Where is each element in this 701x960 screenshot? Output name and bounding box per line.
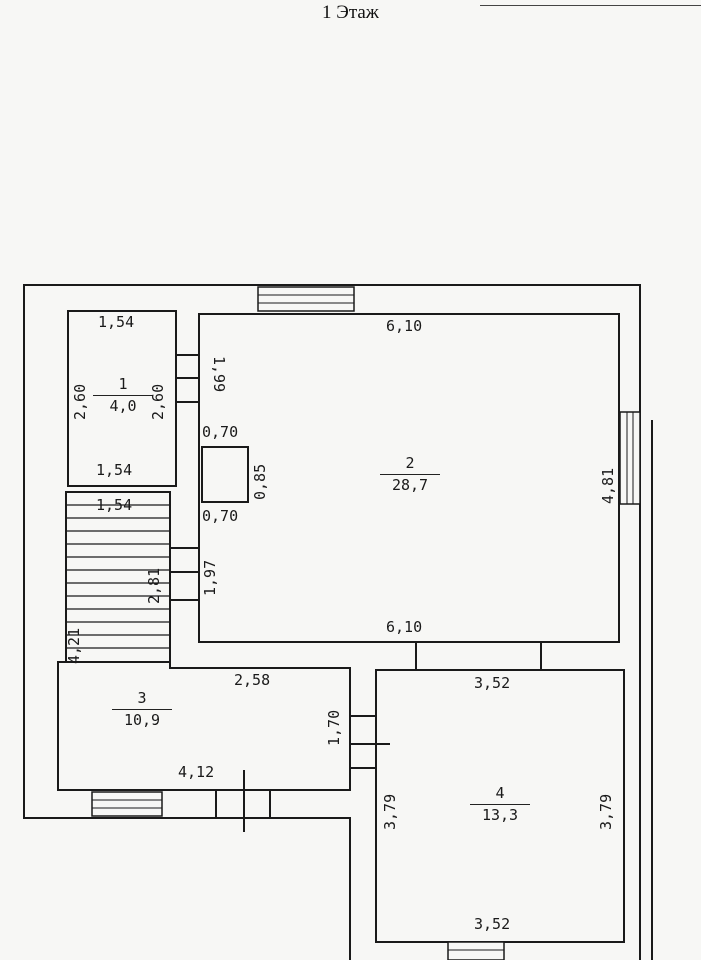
room-3-area: 10,9 (112, 709, 172, 728)
window-top (257, 286, 355, 312)
dim-r3-bottom: 4,12 (178, 763, 215, 781)
dim-col-top: 0,70 (202, 423, 239, 441)
room-3-number: 3 (137, 689, 147, 707)
dim-r1-top: 1,54 (98, 313, 135, 331)
dim-r2-right: 4,81 (599, 467, 617, 504)
dim-r3-top: 2,58 (234, 671, 271, 689)
dim-r4-bottom: 3,52 (474, 915, 511, 933)
room-2-area: 28,7 (380, 474, 440, 493)
stair-outline (65, 491, 171, 663)
dim-stair-4-21: 4,21 (65, 627, 83, 664)
room-2-number: 2 (405, 454, 415, 472)
dim-r1-left: 2,60 (71, 383, 89, 420)
room-1-area: 4,0 (93, 395, 153, 414)
room-3-outline (57, 661, 351, 791)
room-1-number: 1 (118, 375, 128, 393)
dim-r4-left: 3,79 (381, 793, 399, 830)
dim-r1-right: 2,60 (149, 383, 167, 420)
dim-stair-top: 1,54 (96, 496, 133, 514)
outer-wall (23, 284, 641, 960)
window-bottom-right (447, 941, 505, 960)
room-4-area: 13,3 (470, 804, 530, 823)
column-outline (201, 446, 249, 503)
dim-r4-right: 3,79 (597, 793, 615, 830)
dim-door-1-99: 1,99 (210, 356, 228, 393)
dim-col-bottom: 0,70 (202, 507, 239, 525)
top-rule (480, 5, 701, 6)
stair-treads (66, 504, 170, 649)
dim-r2-top: 6,10 (386, 317, 423, 335)
room-2-outline (198, 313, 620, 643)
room-4-number: 4 (495, 784, 505, 802)
room-1-outline (67, 310, 177, 487)
dim-r4-top: 3,52 (474, 674, 511, 692)
window-right (619, 411, 641, 505)
page-title: 1 Этаж (322, 2, 379, 23)
dim-r1-bottom: 1,54 (96, 461, 133, 479)
dim-r3-right: 1,70 (325, 709, 343, 746)
dim-stair-1-97: 1,97 (201, 559, 219, 596)
window-bottom-left (91, 791, 163, 817)
dim-r2-bottom: 6,10 (386, 618, 423, 636)
dim-col-side: 0,85 (251, 463, 269, 500)
dim-stair-2-81: 2,81 (145, 567, 163, 604)
